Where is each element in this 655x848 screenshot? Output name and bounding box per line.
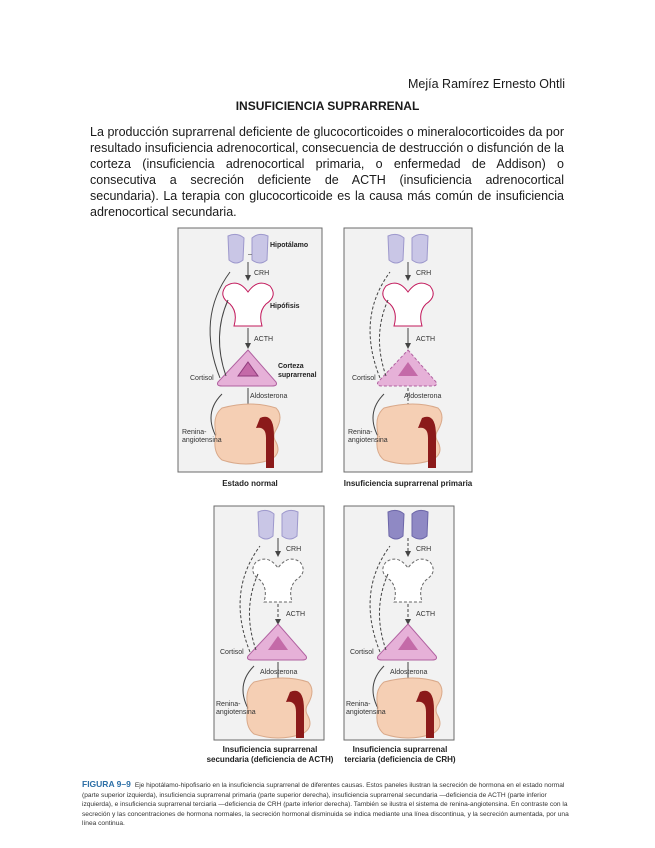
label-acth: ACTH	[254, 336, 273, 343]
label-cortisol: Cortisol	[220, 649, 244, 656]
label-corteza: Corteza	[278, 363, 304, 370]
figure-caption-text: Eje hipotálamo-hipofisario en la insufic…	[82, 782, 569, 827]
label-renina: Renina-	[346, 701, 371, 708]
label-aldosterona: Aldosterona	[390, 669, 427, 676]
panel-primaria: CRH ACTH Cortisol Aldosterona Renina- an…	[344, 228, 473, 488]
label-aldosterona: Aldosterona	[250, 393, 287, 400]
label-acth: ACTH	[416, 336, 435, 343]
label-crh: CRH	[254, 270, 269, 277]
panel-caption-line-2: terciaria (deficiencia de CRH)	[344, 755, 455, 764]
label-cortisol: Cortisol	[190, 375, 214, 382]
panel-caption: Estado normal	[222, 479, 278, 488]
panel-caption-line-2: secundaria (deficiencia de ACTH)	[207, 755, 334, 764]
label-cortisol: Cortisol	[350, 649, 374, 656]
label-renina: Renina-	[216, 701, 241, 708]
figure-number: FIGURA 9–9	[82, 779, 131, 789]
panel-terciaria: CRH ACTH Cortisol Aldosterona Renina- an…	[344, 506, 456, 764]
label-crh: CRH	[416, 546, 431, 553]
label-acth: ACTH	[416, 611, 435, 618]
label-crh: CRH	[416, 270, 431, 277]
label-crh: CRH	[286, 546, 301, 553]
label-cortisol: Cortisol	[352, 375, 376, 382]
label-aldosterona: Aldosterona	[404, 393, 441, 400]
label-minus: –	[248, 251, 252, 258]
label-suprarrenal: suprarrenal	[278, 372, 317, 379]
panel-caption-line-1: Insuficiencia suprarrenal	[223, 745, 318, 754]
label-renina: Renina-	[348, 429, 373, 436]
label-hipotalamo: Hipotálamo	[270, 242, 308, 249]
label-hipofisis: Hipófisis	[270, 303, 300, 310]
label-angiotensina: angiotensina	[346, 709, 386, 716]
label-angiotensina: angiotensina	[348, 437, 388, 444]
panel-normal: Hipotálamo – CRH Hipófisis ACTH Corteza …	[178, 228, 322, 488]
label-aldosterona: Aldosterona	[260, 669, 297, 676]
panel-secundaria: CRH ACTH Cortisol Aldosterona Renina- an…	[207, 506, 334, 764]
label-acth: ACTH	[286, 611, 305, 618]
panel-caption: Insuficiencia suprarrenal primaria	[344, 479, 473, 488]
label-angiotensina: angiotensina	[216, 709, 256, 716]
panel-caption-line-1: Insuficiencia suprarrenal	[353, 745, 448, 754]
label-renina: Renina-	[182, 429, 207, 436]
label-angiotensina: angiotensina	[182, 437, 222, 444]
